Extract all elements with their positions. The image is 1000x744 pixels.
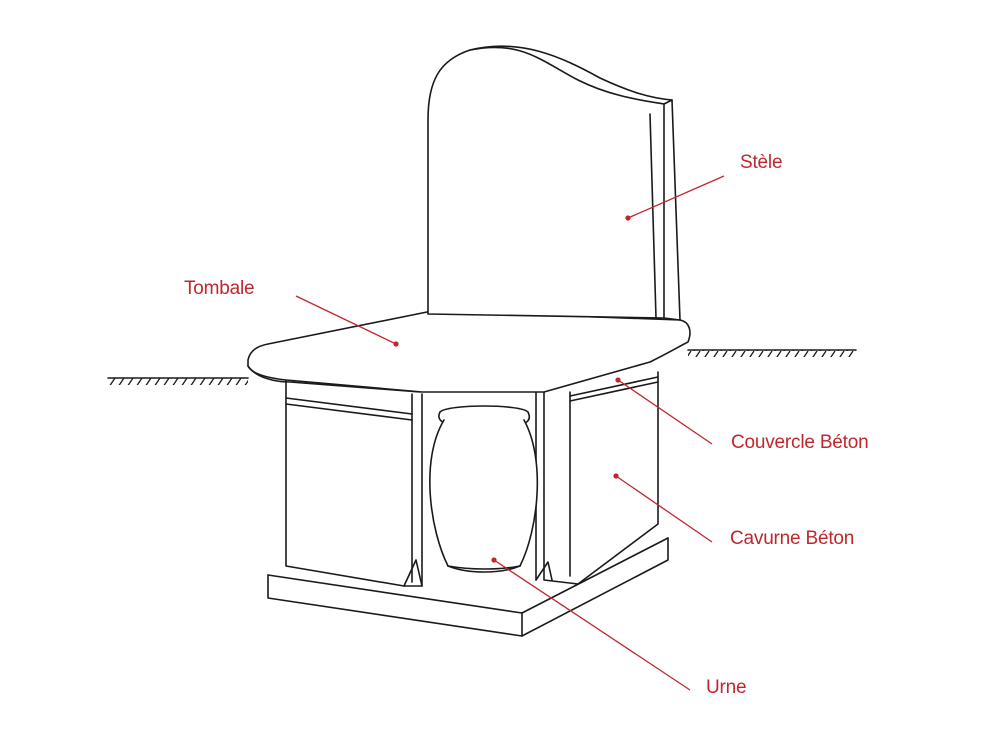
urn	[429, 405, 539, 573]
label-stele: Stèle	[740, 152, 783, 173]
callout-stele	[625, 175, 725, 221]
callout-cavurne	[613, 473, 713, 543]
stele	[427, 45, 681, 321]
callout-tombale	[295, 295, 399, 347]
label-urne: Urne	[706, 677, 747, 698]
concrete-wall-left	[285, 379, 423, 587]
ground-line-left	[107, 377, 249, 385]
callout-couvercle	[615, 377, 713, 445]
ground-line-right	[687, 349, 857, 357]
label-tombale: Tombale	[184, 278, 255, 299]
label-cavurne-beton: Cavurne Béton	[730, 528, 855, 549]
label-couvercle-beton: Couvercle Béton	[731, 432, 869, 453]
tombale-slab	[247, 310, 691, 393]
callout-urne	[491, 557, 691, 691]
